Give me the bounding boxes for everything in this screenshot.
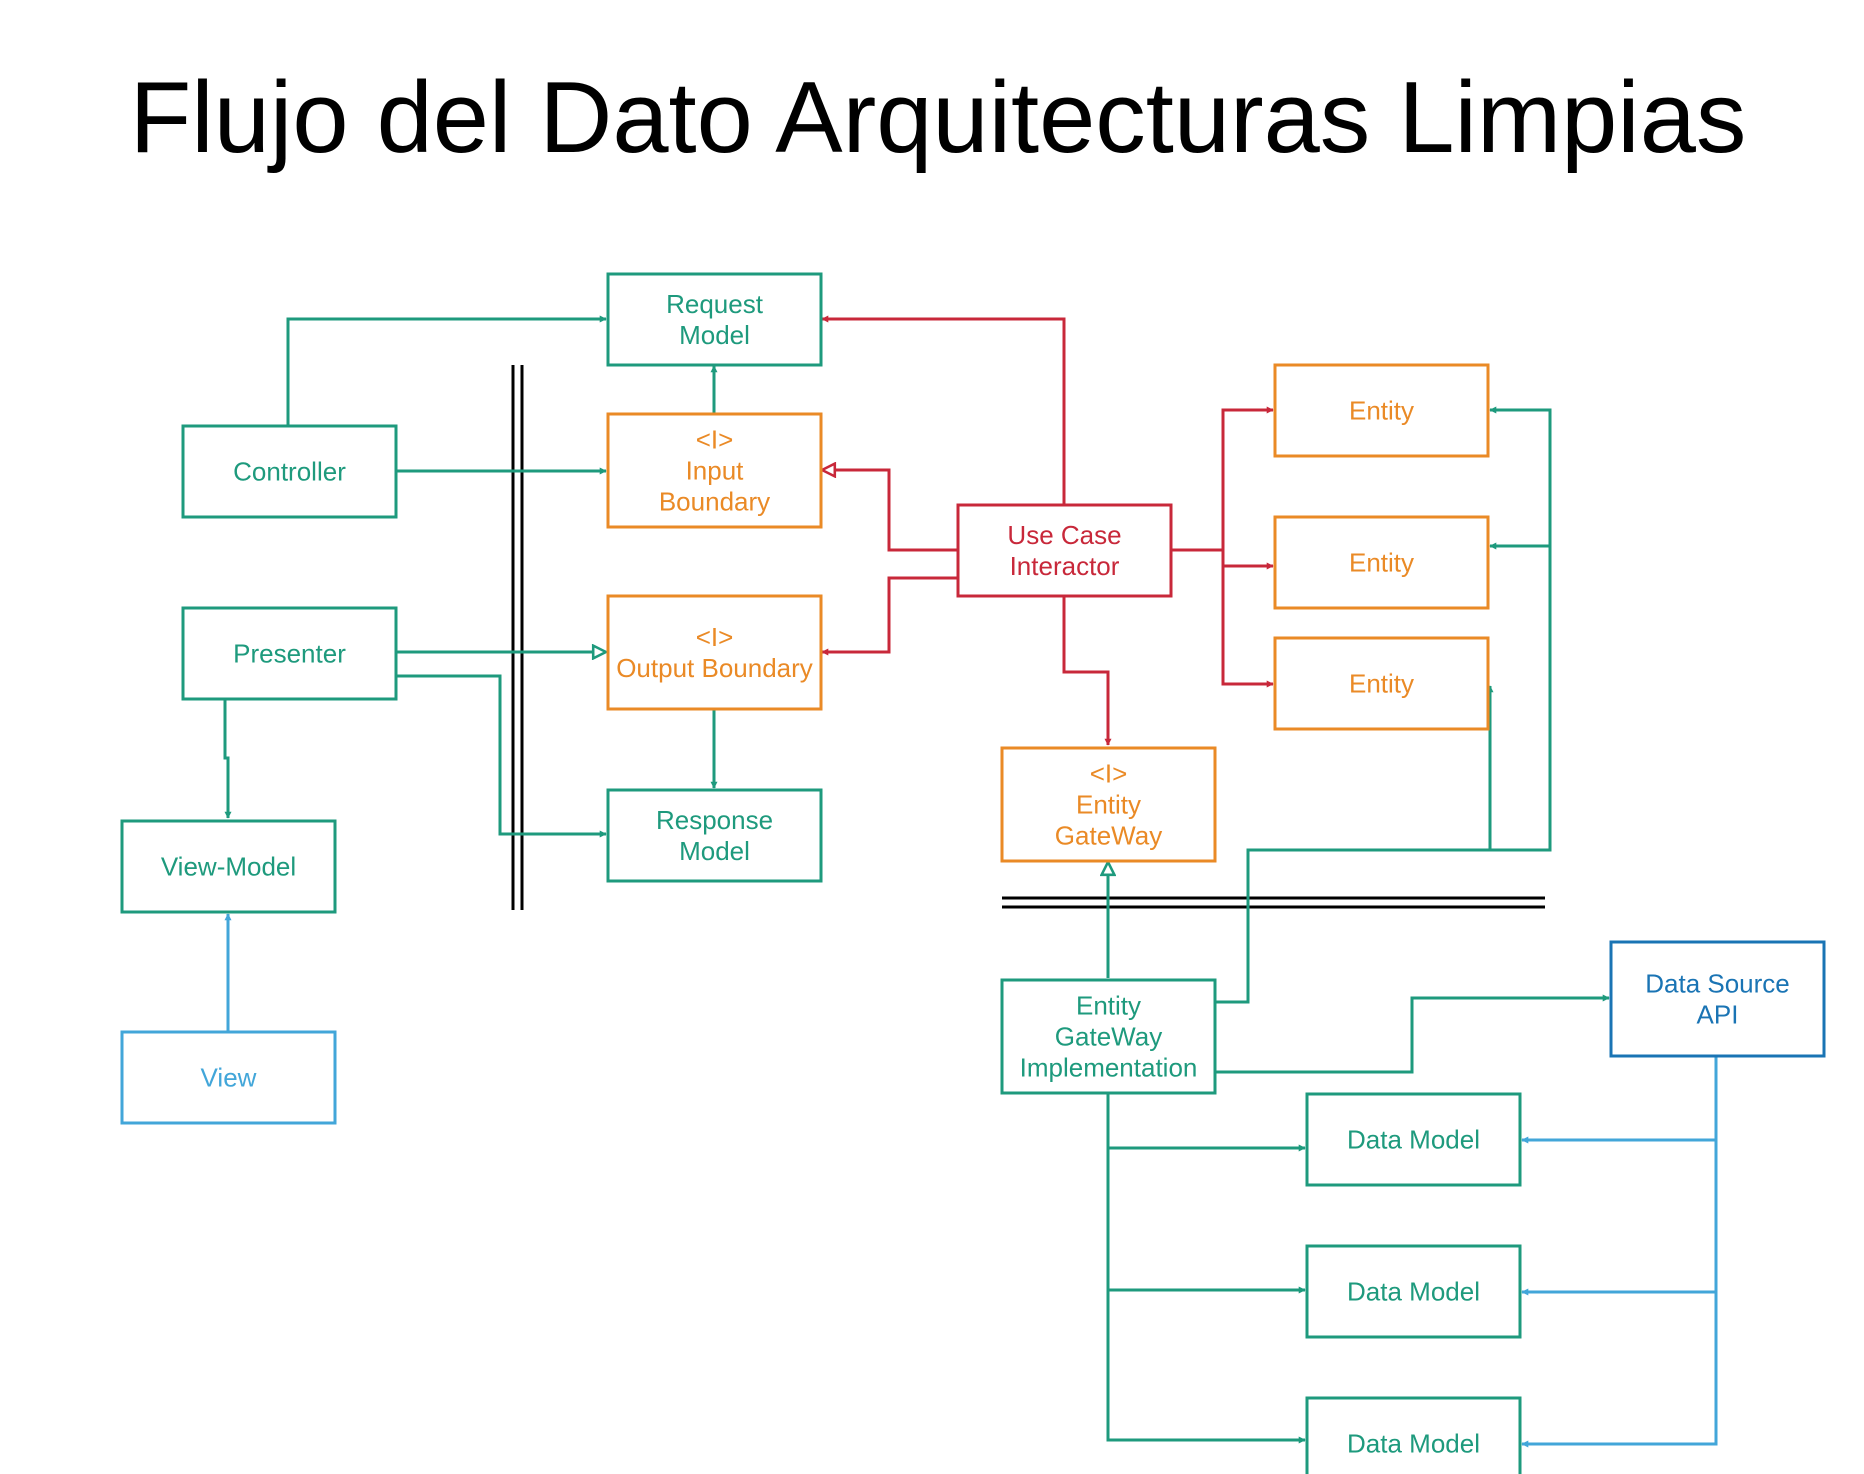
diagram-nodes: RequestModelController<I>InputBoundaryPr… (120, 272, 1826, 1474)
node-label: Request (666, 289, 764, 319)
node-label: Entity (1349, 396, 1414, 426)
node-label: Model (679, 320, 750, 350)
edge-interactor-entity-2 (1221, 550, 1274, 570)
edge-presenter-response-model (395, 674, 607, 838)
node-entity-3: Entity (1273, 636, 1490, 731)
node-label: Entity (1076, 991, 1141, 1021)
edge-interactor-request-model (821, 315, 1066, 504)
edge-controller-request-model (286, 315, 607, 425)
node-data-model-1: Data Model (1305, 1092, 1522, 1187)
edge-interactor-input-boundary (822, 470, 958, 552)
node-box (956, 503, 1173, 598)
green-connectors (223, 315, 1610, 1444)
node-box (1273, 636, 1490, 731)
node-view: View (120, 1030, 337, 1125)
node-label: API (1697, 1000, 1739, 1030)
edge-data-source-api-data-model-3 (1521, 1292, 1718, 1448)
node-label: View (201, 1063, 257, 1093)
node-box (606, 412, 823, 529)
node-box (1273, 363, 1490, 458)
node-label: Response (656, 805, 773, 835)
node-label: Boundary (659, 487, 770, 517)
node-presenter: Presenter (181, 606, 398, 701)
node-box (606, 788, 823, 883)
node-controller: Controller (181, 424, 398, 519)
node-label: Model (679, 836, 750, 866)
node-label: Interactor (1010, 551, 1120, 581)
edge-data-source-api-data-model-2 (1521, 1140, 1718, 1296)
node-label: Presenter (233, 639, 346, 669)
boundary-line-horizontal (1002, 896, 1545, 909)
node-entity-2: Entity (1273, 515, 1490, 610)
edge-interactor-entity-1 (1170, 406, 1274, 552)
node-label: Input (686, 456, 745, 486)
edge-gateway-impl-entity-2 (1489, 542, 1552, 852)
edge-interactor-output-boundary (821, 576, 958, 656)
node-box (1305, 1092, 1522, 1187)
node-label: Data Model (1347, 1429, 1480, 1459)
node-box (1305, 1244, 1522, 1339)
red-connectors (821, 315, 1274, 746)
node-label: <I> (1090, 759, 1128, 789)
node-label: Data Source (1645, 969, 1790, 999)
boundary-line-vertical (511, 365, 524, 910)
node-label: Use Case (1007, 520, 1121, 550)
edge-presenter-view-model (223, 698, 232, 819)
node-box (1609, 940, 1826, 1058)
edge-interactor-entity-3 (1221, 566, 1274, 688)
edge-data-source-api-data-model-1 (1521, 1057, 1718, 1144)
node-view-model: View-Model (120, 819, 337, 914)
node-label: Controller (233, 457, 346, 487)
node-label: Entity (1349, 548, 1414, 578)
node-label: <I> (696, 425, 734, 455)
blue-connectors (224, 913, 1718, 1448)
node-box (120, 819, 337, 914)
node-box (120, 1030, 337, 1125)
node-box (1273, 515, 1490, 610)
node-box (606, 594, 823, 711)
node-box (181, 606, 398, 701)
node-label: Implementation (1020, 1053, 1198, 1083)
node-box (1000, 746, 1217, 863)
edge-gateway-impl-data-model-1 (1106, 1094, 1306, 1444)
node-label: View-Model (161, 852, 296, 882)
node-label: GateWay (1055, 821, 1162, 851)
node-output-boundary: <I>Output Boundary (606, 594, 823, 711)
node-label: GateWay (1055, 1022, 1162, 1052)
node-label: Data Model (1347, 1277, 1480, 1307)
diagram-title: Flujo del Dato Arquitecturas Limpias (130, 62, 1747, 174)
node-label: Output Boundary (616, 653, 813, 683)
edge-gateway-impl-data-source-api (1216, 994, 1610, 1074)
node-label: <I> (696, 622, 734, 652)
edge-gateway-impl-entity-1 (1489, 406, 1552, 546)
node-label: Data Model (1347, 1125, 1480, 1155)
node-box (1000, 978, 1217, 1095)
node-data-model-2: Data Model (1305, 1244, 1522, 1339)
node-label: Entity (1349, 669, 1414, 699)
edge-gateway-impl-entity-3 (1216, 685, 1494, 1004)
node-label: Entity (1076, 790, 1141, 820)
node-box (606, 272, 823, 367)
node-box (181, 424, 398, 519)
node-entity-1: Entity (1273, 363, 1490, 458)
node-data-model-3: Data Model (1305, 1396, 1522, 1474)
edge-interactor-entity-gateway (1062, 596, 1112, 746)
node-box (1305, 1396, 1522, 1474)
